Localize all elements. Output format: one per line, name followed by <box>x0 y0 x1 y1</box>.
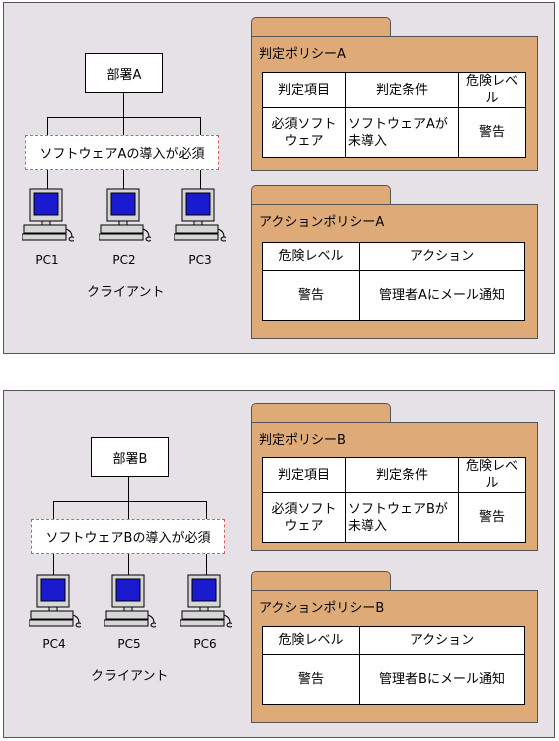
connector-line <box>200 117 201 135</box>
table-cell: ソフトウェアAが未導入 <box>345 107 459 158</box>
pc-label: PC1 <box>35 253 59 267</box>
judgment-policy-folder: 判定ポリシーB 判定項目 判定条件 危険レベル 必須ソフトウェア ソフトウェアB… <box>251 403 538 551</box>
table-header: アクション <box>359 626 525 655</box>
connector-line <box>128 477 129 519</box>
table-cell: 必須ソフトウェア <box>262 492 346 543</box>
pc-label: PC6 <box>193 637 217 651</box>
connector-line <box>53 501 54 519</box>
connector-line <box>123 170 124 190</box>
table-header: 危険レベル <box>458 457 526 493</box>
connector-line <box>206 501 207 519</box>
table-cell: 警告 <box>458 492 526 543</box>
table-cell: 管理者Aにメール通知 <box>359 270 525 321</box>
table-header: アクション <box>359 242 525 271</box>
department-node: 部署A <box>85 53 163 93</box>
computer-icon <box>29 574 81 628</box>
table-header: 判定項目 <box>262 72 346 108</box>
clients-label: クライアント <box>87 285 165 300</box>
computer-icon <box>99 188 151 242</box>
computer-icon <box>22 188 74 242</box>
clients-label: クライアント <box>91 669 169 684</box>
computer-icon <box>104 574 156 628</box>
connector-line <box>47 117 48 135</box>
connector-line <box>123 93 124 135</box>
table-header: 判定項目 <box>262 457 346 493</box>
requirement-box: ソフトウェアBの導入が必須 <box>31 519 225 554</box>
judgment-policy-title: 判定ポリシーB <box>259 433 346 448</box>
action-policy-folder: アクションポリシーA 危険レベル アクション 警告 管理者Aにメール通知 <box>251 185 538 339</box>
judgment-policy-table: 判定項目 判定条件 危険レベル 必須ソフトウェア ソフトウェアBが未導入 警告 <box>262 457 526 543</box>
judgment-policy-table: 判定項目 判定条件 危険レベル 必須ソフトウェア ソフトウェアAが未導入 警告 <box>262 72 526 158</box>
requirement-box: ソフトウェアAの導入が必須 <box>25 135 219 170</box>
action-policy-table: 危険レベル アクション 警告 管理者Aにメール通知 <box>262 242 525 321</box>
computer-icon <box>180 574 232 628</box>
connector-line <box>53 501 206 502</box>
judgment-policy-folder: 判定ポリシーA 判定項目 判定条件 危険レベル 必須ソフトウェア ソフトウェアA… <box>251 17 538 171</box>
pc-label: PC5 <box>117 637 141 651</box>
table-cell: 警告 <box>262 654 360 705</box>
connector-line <box>206 554 207 576</box>
table-cell: 警告 <box>262 270 360 321</box>
panel-department-b: 部署B ソフトウェアBの導入が必須 PC4 PC5 PC6 クライアント <box>3 390 555 738</box>
connector-line <box>128 554 129 576</box>
pc-label: PC2 <box>112 253 136 267</box>
table-header: 判定条件 <box>345 72 459 108</box>
connector-line <box>47 170 48 190</box>
pc-label: PC3 <box>188 253 212 267</box>
table-cell: ソフトウェアBが未導入 <box>345 492 459 543</box>
table-header: 危険レベル <box>262 242 360 271</box>
table-cell: 必須ソフトウェア <box>262 107 346 158</box>
judgment-policy-title: 判定ポリシーA <box>259 47 346 62</box>
panel-department-a: 部署A ソフトウェアAの導入が必須 PC1 PC2 PC3 クライアント <box>3 2 555 354</box>
computer-icon <box>174 188 226 242</box>
action-policy-title: アクションポリシーA <box>259 215 385 230</box>
action-policy-table: 危険レベル アクション 警告 管理者Bにメール通知 <box>262 626 525 705</box>
table-header: 危険レベル <box>458 72 526 108</box>
department-node: 部署B <box>91 437 169 477</box>
action-policy-folder: アクションポリシーB 危険レベル アクション 警告 管理者Bにメール通知 <box>251 571 538 723</box>
action-policy-title: アクションポリシーB <box>259 601 385 616</box>
table-header: 判定条件 <box>345 457 459 493</box>
table-cell: 管理者Bにメール通知 <box>359 654 525 705</box>
table-cell: 警告 <box>458 107 526 158</box>
pc-label: PC4 <box>42 637 66 651</box>
table-header: 危険レベル <box>262 626 360 655</box>
connector-line <box>47 117 200 118</box>
connector-line <box>53 554 54 576</box>
connector-line <box>200 170 201 190</box>
